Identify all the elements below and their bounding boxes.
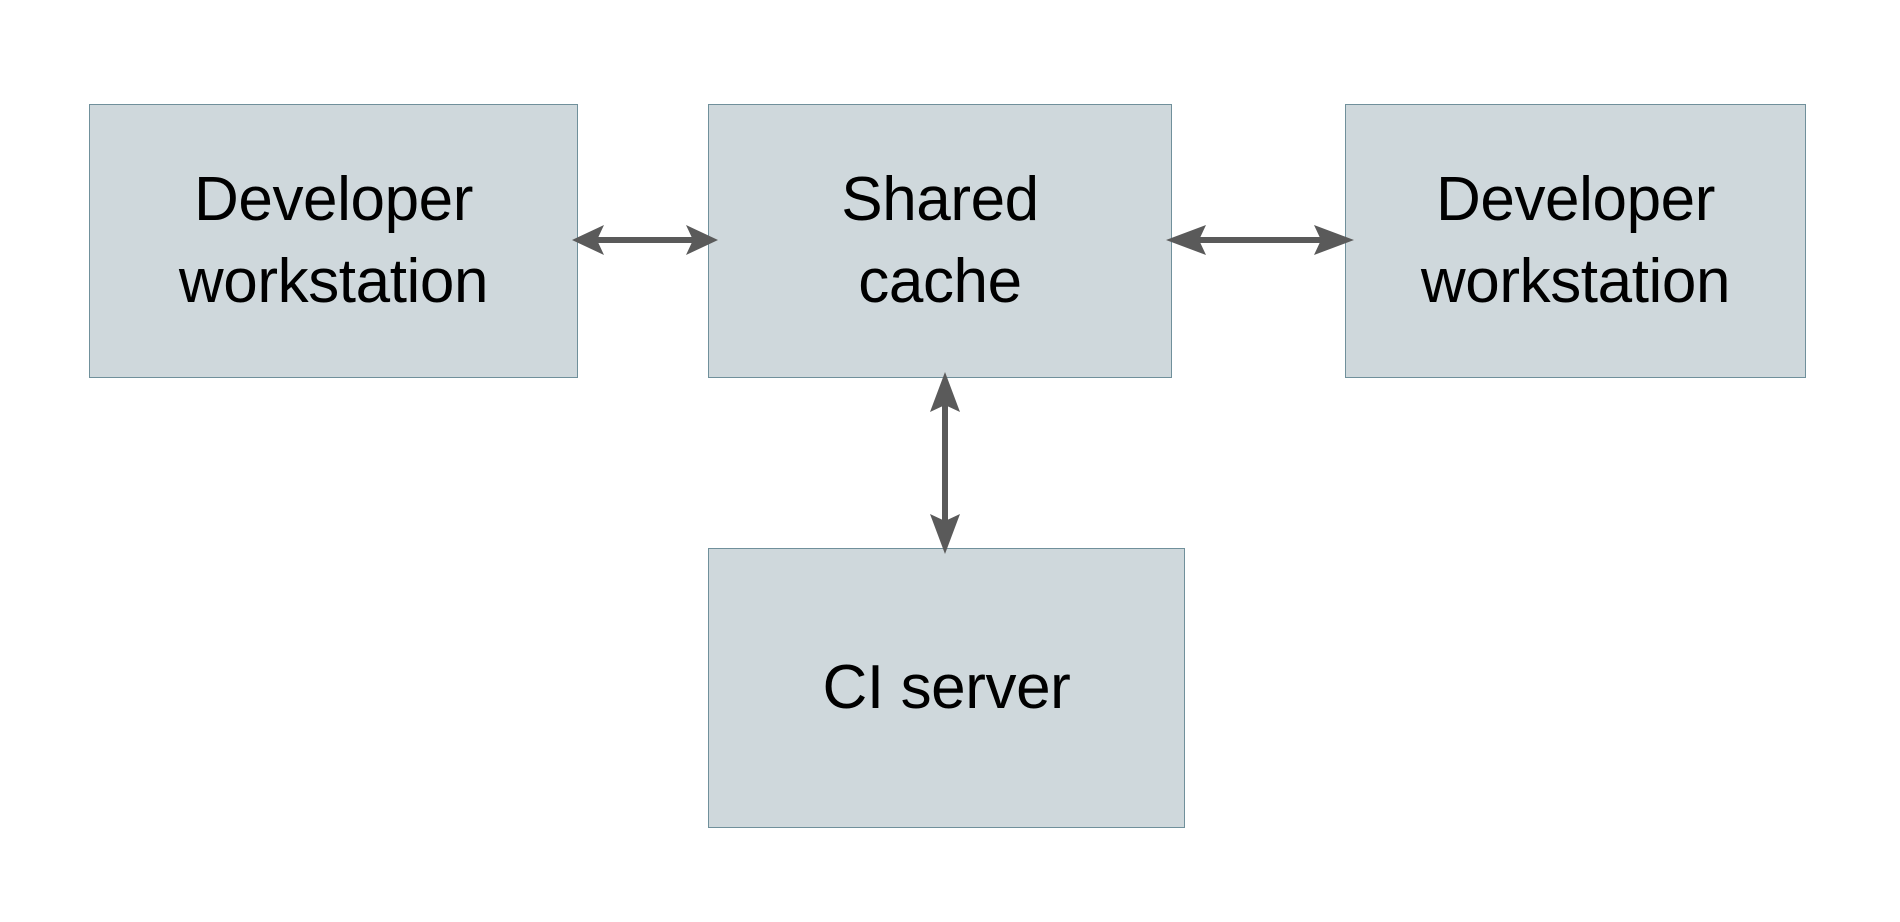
connector-shared-cache-to-dev-right xyxy=(1166,225,1354,255)
node-ci-server[interactable]: CI server xyxy=(708,548,1185,828)
node-developer-workstation-right[interactable]: Developer workstation xyxy=(1345,104,1806,378)
node-label-developer-workstation-right: Developer workstation xyxy=(1420,164,1731,316)
node-label-ci-server: CI server xyxy=(822,652,1071,722)
connector-dev-left-to-shared-cache xyxy=(572,225,718,255)
node-developer-workstation-left[interactable]: Developer workstation xyxy=(89,104,578,378)
node-label-shared-cache: Shared cache xyxy=(841,164,1039,316)
double-arrow-icon xyxy=(1166,225,1354,255)
double-arrow-icon xyxy=(930,372,960,554)
node-shared-cache[interactable]: Shared cache xyxy=(708,104,1172,378)
double-arrow-icon xyxy=(572,225,718,255)
connector-shared-cache-to-ci-server xyxy=(930,372,960,554)
node-label-developer-workstation-left: Developer workstation xyxy=(178,164,489,316)
